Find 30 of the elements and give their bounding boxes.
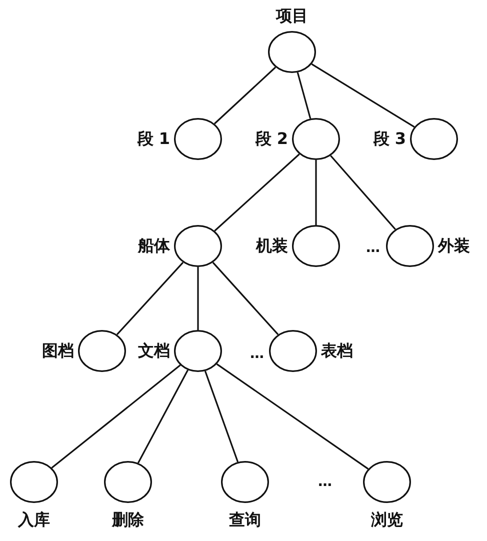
node-label: 浏览: [370, 509, 404, 531]
connector-line: [311, 63, 415, 128]
node-label: 段 2: [254, 128, 288, 150]
node-label: 机装: [254, 235, 288, 257]
connector-line: [296, 72, 312, 119]
node-label: 入库: [16, 509, 51, 531]
connector-line: [330, 155, 396, 230]
connector-line: [51, 364, 181, 468]
connector-line: [216, 363, 369, 470]
node-label: 段 3: [372, 128, 406, 150]
connector-line: [197, 267, 199, 330]
node-label: 表档: [321, 340, 354, 362]
connector-line: [212, 262, 279, 336]
node-label: 查询: [228, 509, 262, 531]
ellipsis-text: …: [318, 474, 332, 490]
connector-line: [214, 66, 276, 124]
node-label: 删除: [110, 509, 145, 531]
node-label: 项目: [274, 5, 309, 27]
ellipsis-text: …: [250, 346, 264, 362]
node-label: 船体: [136, 235, 170, 257]
node-label: 文档: [137, 340, 170, 362]
node-label: 图档: [41, 340, 74, 362]
connector-line: [137, 370, 189, 464]
node-label: 段 1: [136, 128, 170, 150]
connector-line: [204, 370, 239, 462]
connector-line: [214, 154, 300, 232]
ellipsis-text: …: [366, 240, 380, 256]
node-label: 外装: [438, 235, 471, 257]
connector-line: [116, 262, 184, 336]
connector-line: [315, 160, 317, 225]
